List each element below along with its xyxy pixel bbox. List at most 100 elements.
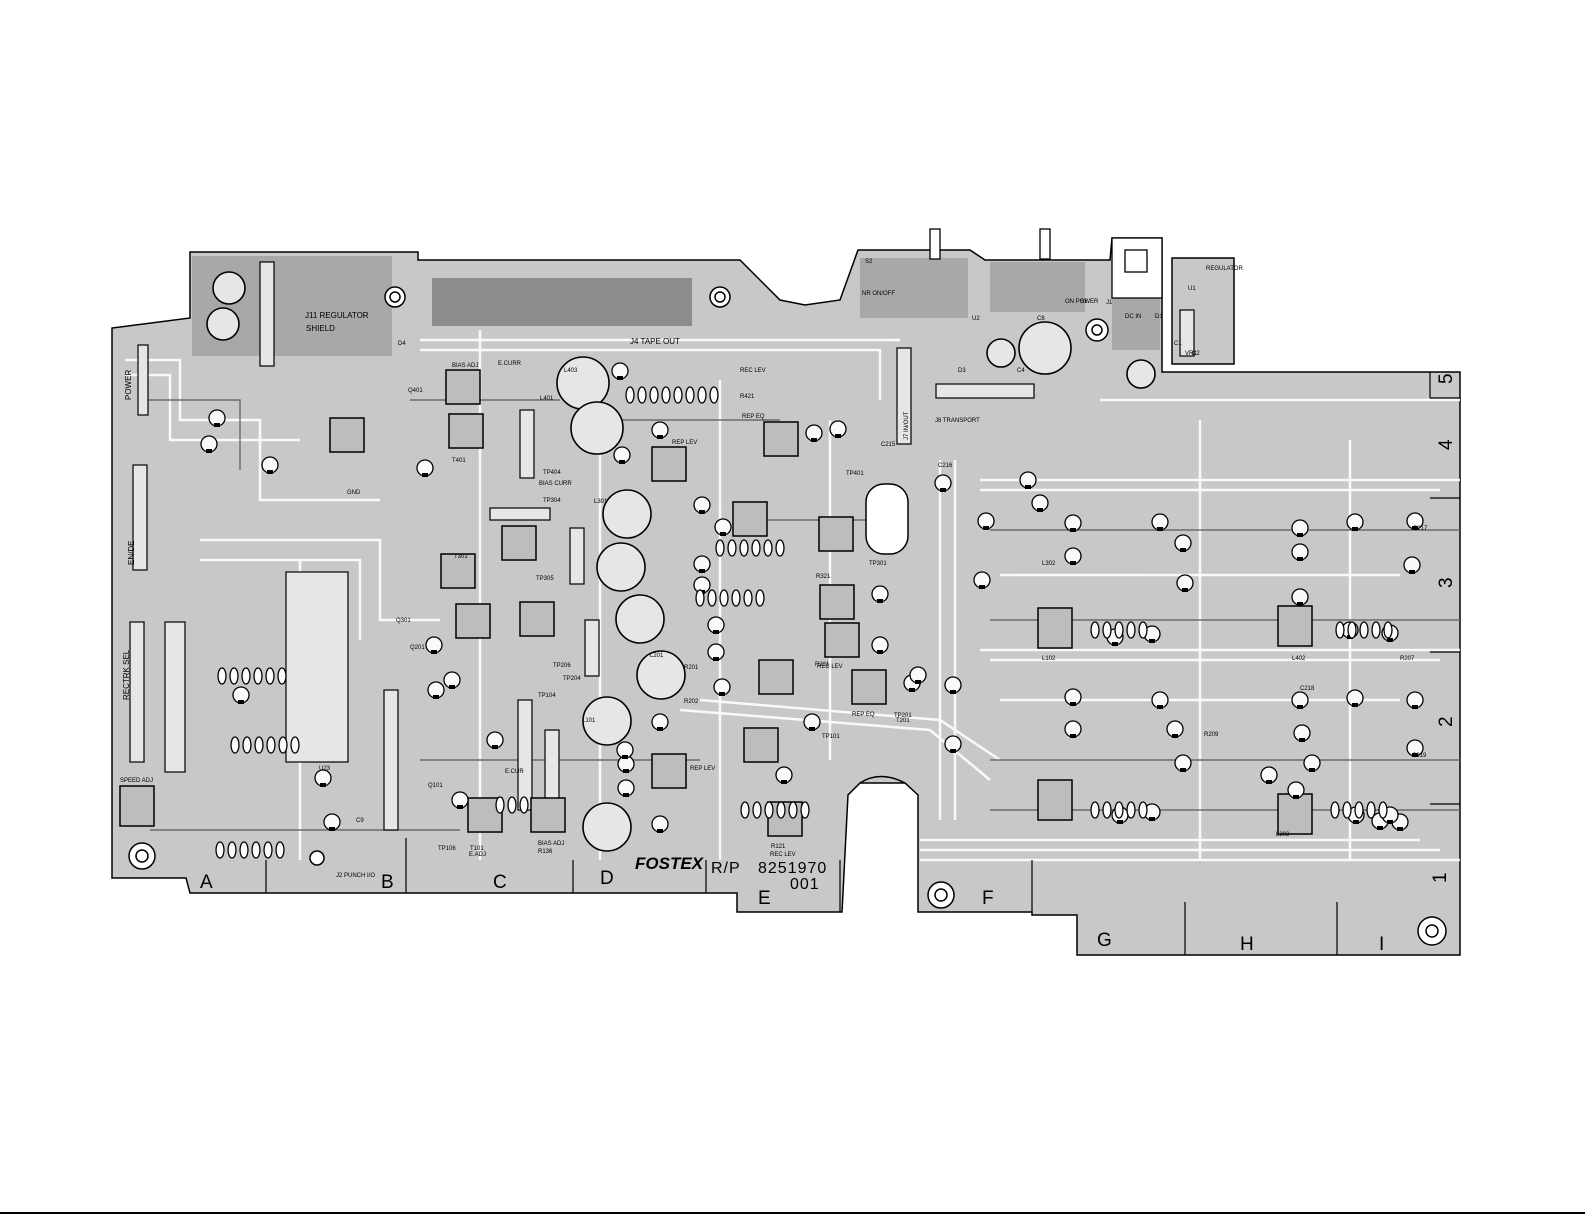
passive-component — [1330, 801, 1340, 819]
page-bottom-rule — [0, 1212, 1585, 1214]
grid-frame — [265, 372, 1460, 955]
silk-label: Q301 — [396, 618, 411, 624]
pad-marker — [1180, 548, 1186, 552]
pad-marker — [617, 376, 623, 380]
rectrk-connector-body — [129, 621, 145, 763]
passive-component — [1383, 621, 1393, 639]
pad-marker — [1157, 705, 1163, 709]
silk-label: L301 — [594, 499, 608, 505]
pad-marker — [320, 783, 326, 787]
passive-component — [719, 589, 729, 607]
passive-component — [800, 801, 810, 819]
silk-label: C2 — [1192, 351, 1200, 357]
passive-component — [275, 841, 285, 859]
passive-component — [290, 736, 300, 754]
silk-label: C217 — [1413, 526, 1428, 532]
part-prefix: R/P — [711, 860, 741, 877]
passive-component — [215, 841, 225, 859]
passive-component — [776, 801, 786, 819]
passive-component — [253, 667, 263, 685]
passive-component — [265, 667, 275, 685]
row-label-4: 4 — [1436, 439, 1457, 450]
pad-marker — [622, 755, 628, 759]
passive-component — [751, 539, 761, 557]
pad-marker — [909, 688, 915, 692]
brand-logo: FOSTEX — [635, 854, 705, 873]
silk-label: U2 — [972, 316, 980, 322]
pad-marker — [915, 680, 921, 684]
silk-label: C4 — [1017, 368, 1025, 374]
label-regulator-sub: REGULATOR — [1206, 266, 1243, 272]
pad-marker — [950, 690, 956, 694]
in-out-connector-body — [896, 347, 912, 445]
pad-marker — [1409, 570, 1415, 574]
silk-label: BIAS CURR — [539, 481, 572, 487]
silk-label: REP LEV — [690, 766, 715, 772]
label-tape-out: J4 TAPE OUT — [630, 337, 680, 346]
passive-component — [685, 386, 695, 404]
passive-component — [763, 539, 773, 557]
passive-component — [764, 801, 774, 819]
pad-marker — [713, 630, 719, 634]
pad-marker — [449, 685, 455, 689]
silk-label: C8 — [1037, 316, 1045, 322]
passive-component — [230, 736, 240, 754]
passive-component — [755, 589, 765, 607]
passive-component — [1090, 801, 1100, 819]
pad-marker — [1180, 768, 1186, 772]
pad-marker — [835, 434, 841, 438]
column-label-e: E — [758, 888, 771, 909]
silk-label: TP104 — [538, 693, 556, 699]
passive-component — [217, 667, 227, 685]
pad-marker — [1352, 527, 1358, 531]
pad-marker — [983, 526, 989, 530]
pad-marker — [1266, 780, 1272, 784]
pad-marker — [1299, 738, 1305, 742]
pad-marker — [811, 438, 817, 442]
pad-marker — [1070, 561, 1076, 565]
silk-label: R201 — [684, 665, 699, 671]
passive-component — [727, 539, 737, 557]
column-label-f: F — [982, 888, 994, 909]
pad-marker — [1297, 533, 1303, 537]
pad-marker — [809, 727, 815, 731]
column-label-d: D — [600, 868, 614, 889]
passive-component — [775, 539, 785, 557]
passive-component — [1366, 801, 1376, 819]
pad-marker — [1157, 527, 1163, 531]
trace-layer — [125, 330, 1460, 862]
silkscreen-labels: BIAS ADJ E.CURR REC LEV REP EQ REP LEV B… — [319, 259, 1428, 858]
pad-marker — [1297, 602, 1303, 606]
passive-component — [1114, 801, 1124, 819]
passive-component — [788, 801, 798, 819]
pad-marker — [1293, 795, 1299, 799]
pad-marker — [214, 423, 220, 427]
passive-component — [1378, 801, 1388, 819]
label-speed-adj: SPEED ADJ — [120, 778, 153, 784]
power-connector-body — [137, 344, 149, 416]
main-ic-u23 — [285, 571, 349, 763]
oval-cutout — [865, 483, 909, 555]
silk-label: L101 — [582, 718, 596, 724]
row-label-5: 5 — [1436, 373, 1457, 384]
pad-marker — [1397, 827, 1403, 831]
silk-label: T401 — [452, 458, 466, 464]
pad-marker — [781, 780, 787, 784]
silk-label: L402 — [1292, 656, 1306, 662]
passive-component — [709, 386, 719, 404]
pad-marker — [720, 532, 726, 536]
passive-component — [266, 736, 276, 754]
silk-label: C215 — [881, 442, 896, 448]
pad-marker — [1149, 639, 1155, 643]
silk-label: T101 — [470, 846, 484, 852]
pad-marker — [206, 449, 212, 453]
pad-marker — [979, 585, 985, 589]
pad-marker — [719, 692, 725, 696]
passive-component — [1102, 801, 1112, 819]
silk-label: D3 — [958, 368, 966, 374]
passive-component — [1102, 621, 1112, 639]
silk-label: R209 — [1204, 732, 1219, 738]
silk-label: C219 — [1412, 753, 1427, 759]
label-power: POWER — [124, 370, 133, 400]
pad-marker — [940, 488, 946, 492]
